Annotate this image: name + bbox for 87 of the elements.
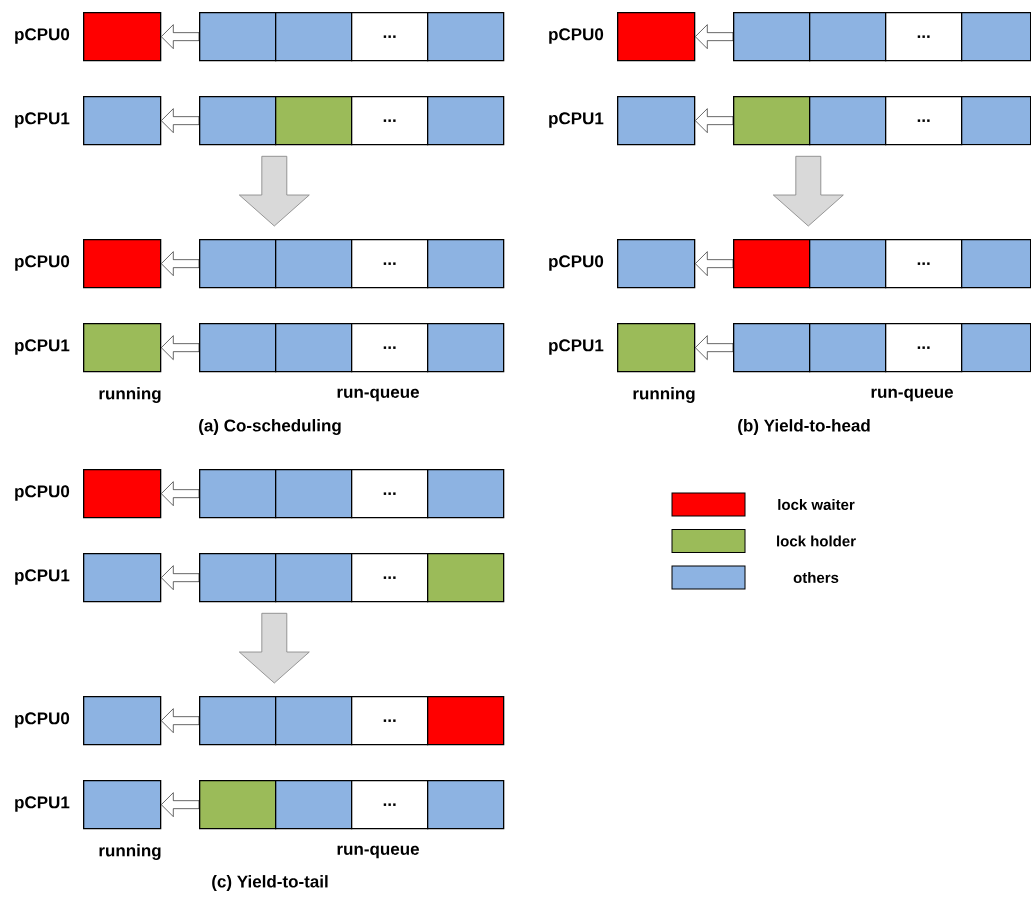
task-box (427, 239, 505, 289)
cpu-label: pCPU1 (15, 796, 70, 812)
task-box: ... (885, 239, 963, 289)
task-box (199, 12, 277, 62)
task-box: ... (351, 469, 429, 519)
arrow (695, 251, 734, 276)
task-box (199, 96, 277, 146)
task-box: ... (885, 323, 963, 373)
column-label: running (633, 387, 695, 403)
task-box (809, 239, 887, 289)
cpu-label: pCPU0 (549, 28, 604, 44)
caption: (a) Co-scheduling (199, 419, 341, 435)
cpu-label: pCPU1 (15, 569, 70, 585)
task-box (199, 696, 277, 746)
arrow (161, 335, 200, 360)
column-label: run-queue (337, 388, 419, 402)
task-box (961, 323, 1031, 373)
cpu-label: pCPU0 (15, 485, 70, 501)
arrow (161, 108, 200, 133)
task-box: ... (351, 96, 429, 146)
legend-label: lock waiter (778, 499, 855, 510)
arrow (161, 24, 200, 49)
column-label: run-queue (871, 388, 953, 402)
task-box: ... (351, 696, 429, 746)
legend-label: lock holder (777, 535, 856, 547)
task-box (961, 96, 1031, 146)
caption: (c) Yield-to-tail (212, 875, 328, 891)
arrow (161, 792, 200, 817)
arrow (161, 481, 200, 506)
column-label: running (99, 387, 161, 403)
task-box (427, 12, 505, 62)
arrow (695, 108, 734, 133)
cpu-label: pCPU1 (15, 339, 70, 355)
caption: (b) Yield-to-head (738, 419, 870, 435)
column-label: running (99, 844, 161, 860)
task-box: ... (351, 780, 429, 830)
arrow (161, 251, 200, 276)
task-box (199, 469, 277, 519)
task-box (427, 469, 505, 519)
cpu-label: pCPU1 (549, 339, 604, 355)
cpu-label: pCPU1 (15, 112, 70, 128)
task-box: ... (351, 323, 429, 373)
task-box (275, 553, 353, 603)
task-box (275, 12, 353, 62)
task-box: ... (351, 239, 429, 289)
task-box (199, 323, 277, 373)
task-box (427, 323, 505, 373)
task-box (427, 553, 505, 603)
task-box: ... (885, 96, 963, 146)
task-box (275, 696, 353, 746)
down-arrow (238, 155, 310, 227)
task-box (733, 323, 811, 373)
task-box: ... (351, 12, 429, 62)
task-box (809, 323, 887, 373)
task-box (961, 12, 1031, 62)
arrow (695, 335, 734, 360)
arrow (161, 708, 200, 733)
arrow (161, 565, 200, 590)
task-box: ... (885, 12, 963, 62)
legend-label: others (793, 572, 839, 583)
task-box (199, 239, 277, 289)
task-box (275, 239, 353, 289)
cpu-label: pCPU0 (15, 28, 70, 44)
task-box (427, 96, 505, 146)
task-box (275, 96, 353, 146)
task-box (275, 469, 353, 519)
cpu-label: pCPU0 (15, 712, 70, 728)
arrow (695, 24, 734, 49)
down-arrow (772, 155, 844, 227)
task-box (733, 12, 811, 62)
task-box (809, 12, 887, 62)
task-box (427, 696, 505, 746)
task-box (961, 239, 1031, 289)
task-box (199, 553, 277, 603)
task-box (199, 780, 277, 830)
task-box (809, 96, 887, 146)
cpu-label: pCPU0 (549, 255, 604, 271)
column-label: run-queue (337, 845, 419, 859)
cpu-label: pCPU0 (15, 255, 70, 271)
task-box: ... (351, 553, 429, 603)
down-arrow (238, 612, 310, 684)
task-box (275, 323, 353, 373)
task-box (275, 780, 353, 830)
cpu-label: pCPU1 (549, 112, 604, 128)
task-box (427, 780, 505, 830)
task-box (733, 96, 811, 146)
task-box (733, 239, 811, 289)
